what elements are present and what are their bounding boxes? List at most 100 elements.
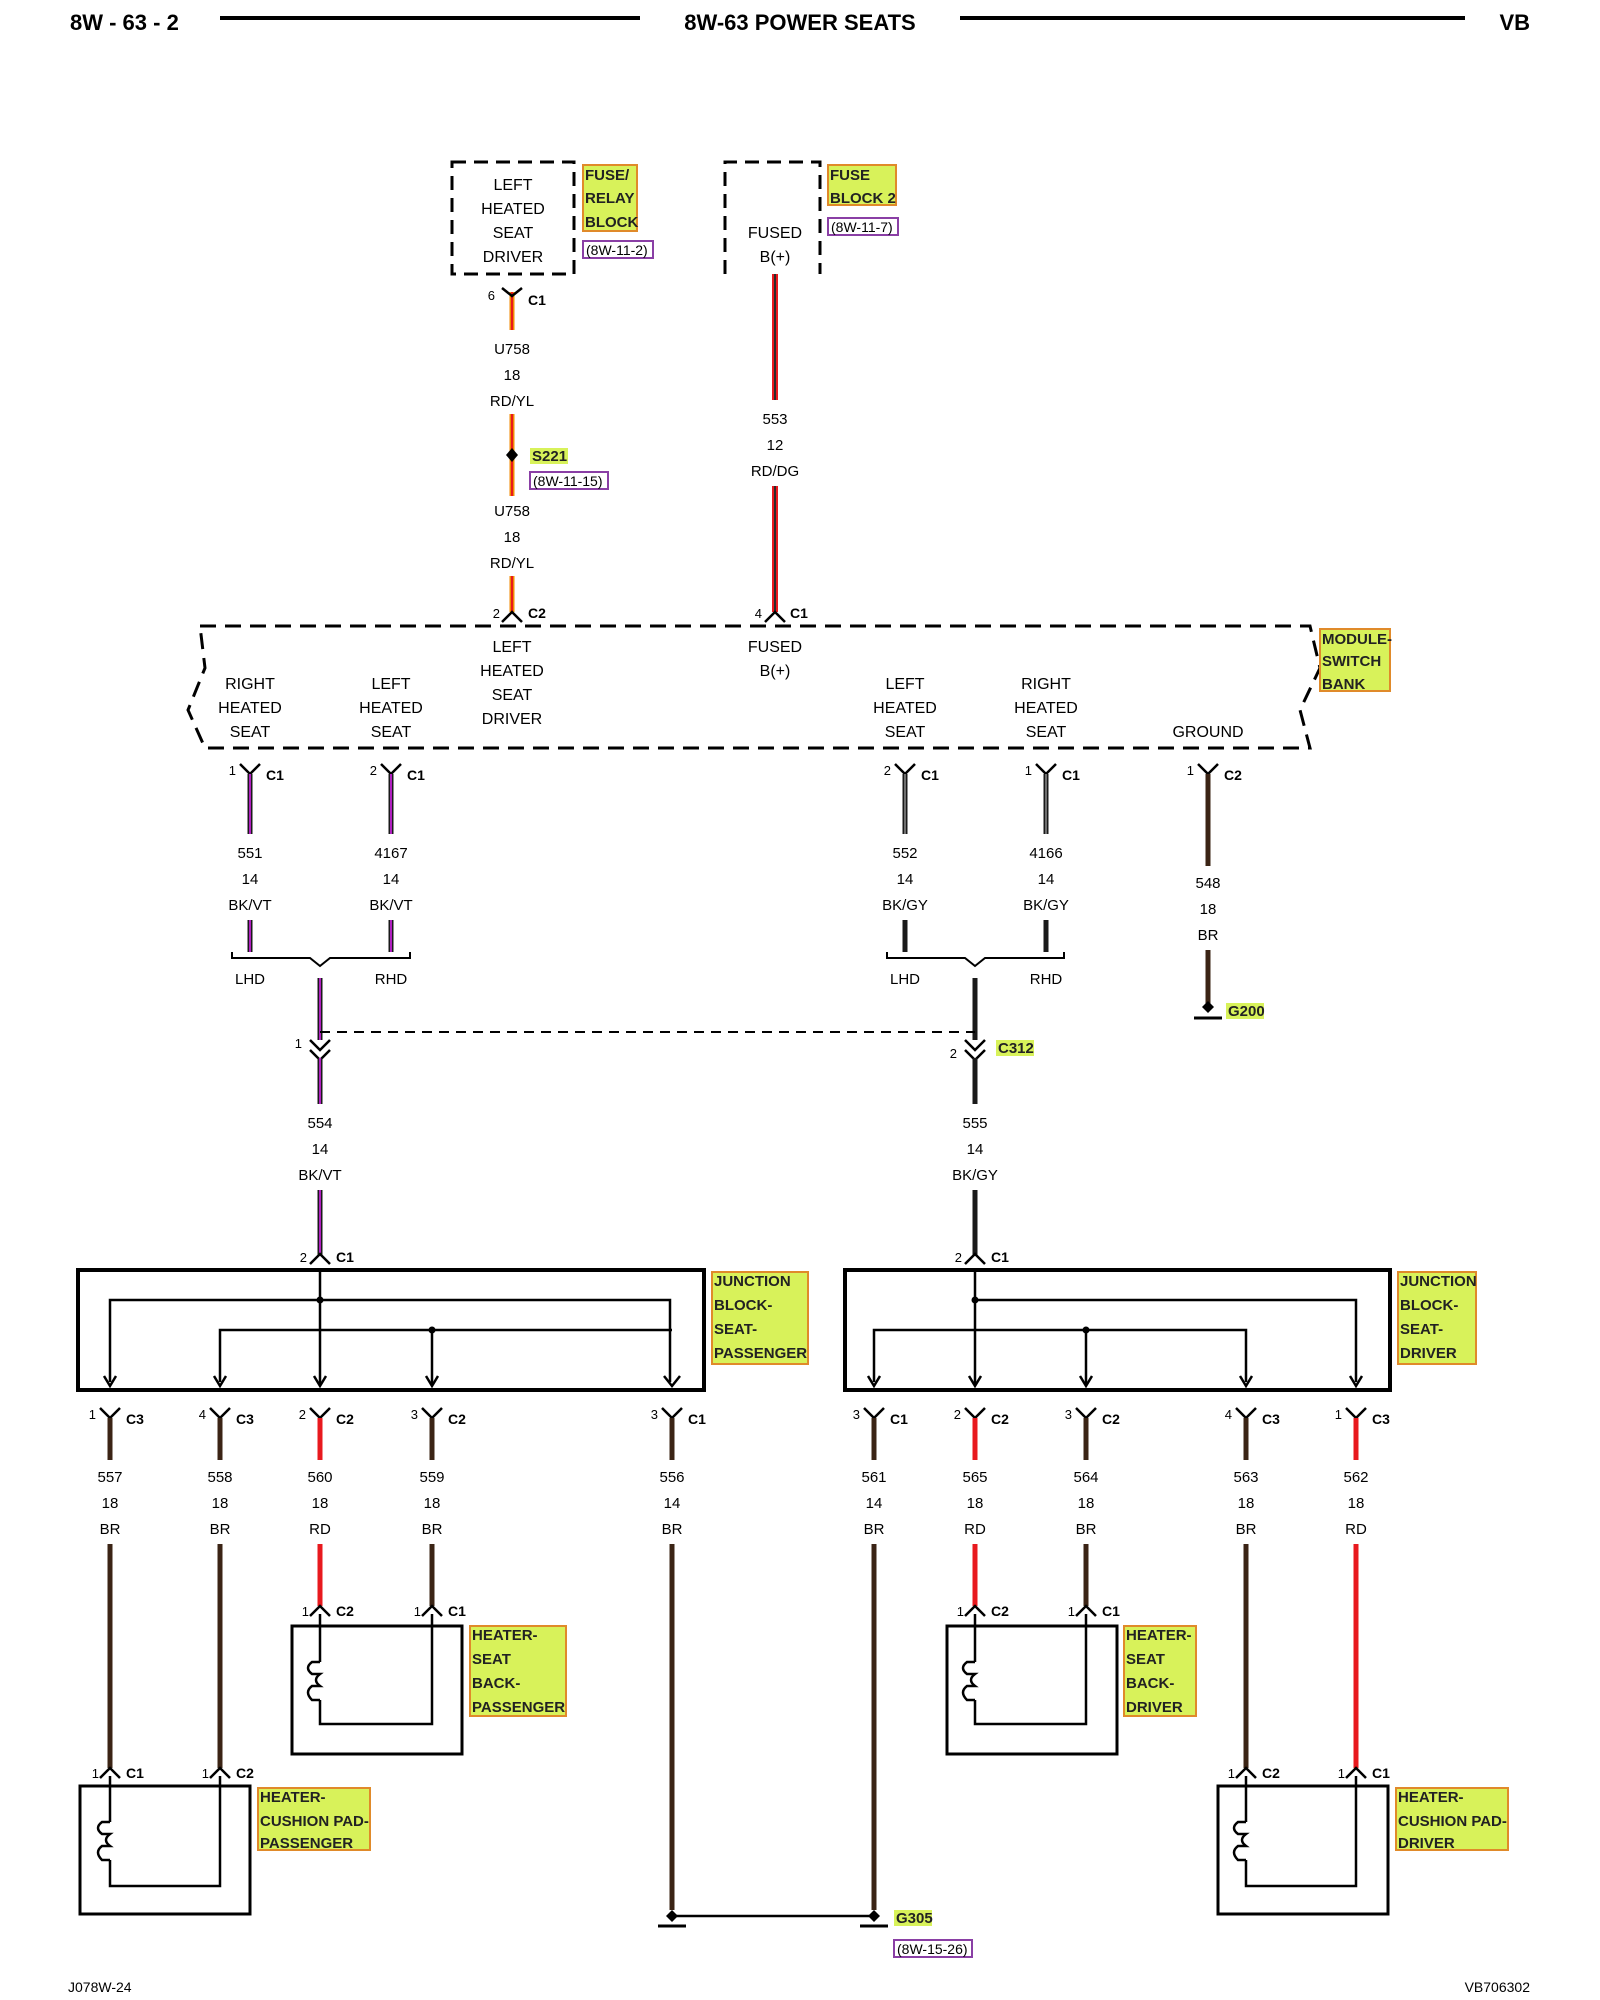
fuse-block2-tag-2: BLOCK 2 (830, 190, 896, 207)
connector-name: C2 (236, 1765, 254, 1781)
junction-block-driver: JUNCTION BLOCK- SEAT- DRIVER (843, 1268, 1477, 1392)
ground-g305: G305 (8W-15-26) (658, 1910, 973, 1958)
heater-tag: DRIVER (1398, 1835, 1455, 1852)
pin-number: 1 (1068, 1604, 1075, 1619)
wire-label: 4167 (374, 845, 407, 862)
module-pin-label: LEFT (885, 676, 924, 693)
wire-label: BK/GY (1023, 897, 1069, 914)
branch-label-rhd: RHD (375, 971, 408, 988)
wire-label: RD/DG (751, 463, 799, 480)
fuse-block2-label-2: B(+) (760, 249, 791, 266)
pin-number: 1 (1187, 763, 1194, 778)
wire-label: 18 (967, 1495, 984, 1512)
wire-label: BK/GY (952, 1167, 998, 1184)
module-pin-label: B(+) (760, 663, 791, 680)
module-pin-label: HEATED (480, 663, 544, 680)
wire-label: 14 (866, 1495, 883, 1512)
branch-label-lhd: LHD (235, 971, 265, 988)
pin-number: 2 (884, 763, 891, 778)
wire-label: 12 (767, 437, 784, 454)
heater-tag: DRIVER (1126, 1699, 1183, 1716)
module-pin-label: HEATED (873, 700, 937, 717)
pin-number: 2 (954, 1407, 961, 1422)
wire-label: BK/VT (369, 897, 412, 914)
pin-number: 1 (302, 1604, 309, 1619)
module-pin-label: SEAT (492, 687, 533, 704)
page-header: 8W - 63 - 2 8W-63 POWER SEATS VB (70, 10, 1530, 35)
wire-label: RD/YL (490, 555, 534, 572)
footer-code-left: J078W-24 (68, 1979, 132, 1995)
connector-name: C3 (126, 1411, 144, 1427)
connector-name: C2 (991, 1603, 1009, 1619)
pin-number: 1 (1228, 1766, 1235, 1781)
wire-u758-lower: U758 18 RD/YL 2 C2 (490, 462, 546, 623)
pin-number: 1 (89, 1407, 96, 1422)
wire-label: 18 (1078, 1495, 1095, 1512)
wire-label: 555 (962, 1115, 987, 1132)
heater-tag: HEATER- (1398, 1789, 1464, 1806)
fuse-relay-tag-3: BLOCK (585, 214, 638, 231)
pin-number: 1 (295, 1036, 302, 1051)
junction-tag: SEAT- (714, 1321, 757, 1338)
module-pin-label: GROUND (1172, 724, 1243, 741)
wire-label: 18 (424, 1495, 441, 1512)
fuse-relay-label-3: SEAT (493, 225, 534, 242)
wire-label: 564 (1073, 1469, 1098, 1486)
heater-tag: SEAT (472, 1651, 511, 1668)
pin-number: 2 (299, 1407, 306, 1422)
heater-tag: HEATER- (472, 1627, 538, 1644)
connector-name: C1 (126, 1765, 144, 1781)
page-number: 8W - 63 - 2 (70, 10, 179, 35)
pin-number: 3 (411, 1407, 418, 1422)
fuse-relay-block: LEFT HEATED SEAT DRIVER FUSE/ RELAY BLOC… (450, 160, 654, 276)
junction-tag: DRIVER (1400, 1345, 1457, 1362)
pin-number: 4 (755, 606, 762, 621)
connector-name: C2 (448, 1411, 466, 1427)
wire-label: 553 (762, 411, 787, 428)
connector-name: C2 (1224, 767, 1242, 783)
wire-label: 18 (102, 1495, 119, 1512)
junction-tag: SEAT- (1400, 1321, 1443, 1338)
wire-label: BR (1076, 1521, 1097, 1538)
pin-number: 2 (493, 606, 500, 621)
ground-tag-g305: G305 (896, 1910, 933, 1927)
connector-name: C1 (528, 292, 546, 308)
wire-label: BR (422, 1521, 443, 1538)
connector-name: C1 (1062, 767, 1080, 783)
module-output-wires: 1 C1 551 14 BK/VT 2 C1 4167 14 BK/VT 2 C… (228, 763, 1264, 1020)
wire-label: 557 (97, 1469, 122, 1486)
pin-number: 1 (1025, 763, 1032, 778)
passenger-output-wires: 1 C3 557 18 BR 4 C3 558 18 BR 2 C2 560 1… (89, 1407, 706, 1910)
module-pin-label: RIGHT (1021, 676, 1071, 693)
pin-number: 3 (651, 1407, 658, 1422)
module-pin-label: HEATED (218, 700, 282, 717)
module-pin-label: FUSED (748, 639, 802, 656)
wire-label: 548 (1195, 875, 1220, 892)
module-tag-2: SWITCH (1322, 653, 1381, 670)
wire-label: RD (1345, 1521, 1367, 1538)
pin-number: 1 (202, 1766, 209, 1781)
module-tag-3: BANK (1322, 676, 1365, 693)
wire-label: 18 (504, 529, 521, 546)
pin-number: 1 (92, 1766, 99, 1781)
pin-number: 6 (488, 288, 495, 303)
wire-label: BR (662, 1521, 683, 1538)
connector-name: C3 (236, 1411, 254, 1427)
wire-label: 18 (1238, 1495, 1255, 1512)
wire-label: U758 (494, 341, 530, 358)
wire-label: 551 (237, 845, 262, 862)
module-pin-label: SEAT (885, 724, 926, 741)
pin-number: 3 (853, 1407, 860, 1422)
connector-tag-c312: C312 (998, 1040, 1034, 1057)
wire-label: 559 (419, 1469, 444, 1486)
module-pin-label: SEAT (371, 724, 412, 741)
pin-number: 1 (414, 1604, 421, 1619)
connector-name: C1 (1372, 1765, 1390, 1781)
connector-name: C1 (991, 1249, 1009, 1265)
wire-label: 562 (1343, 1469, 1368, 1486)
heater-tag: SEAT (1126, 1651, 1165, 1668)
pin-number: 4 (1225, 1407, 1232, 1422)
wire-label: 14 (312, 1141, 329, 1158)
wire-label: 18 (504, 367, 521, 384)
